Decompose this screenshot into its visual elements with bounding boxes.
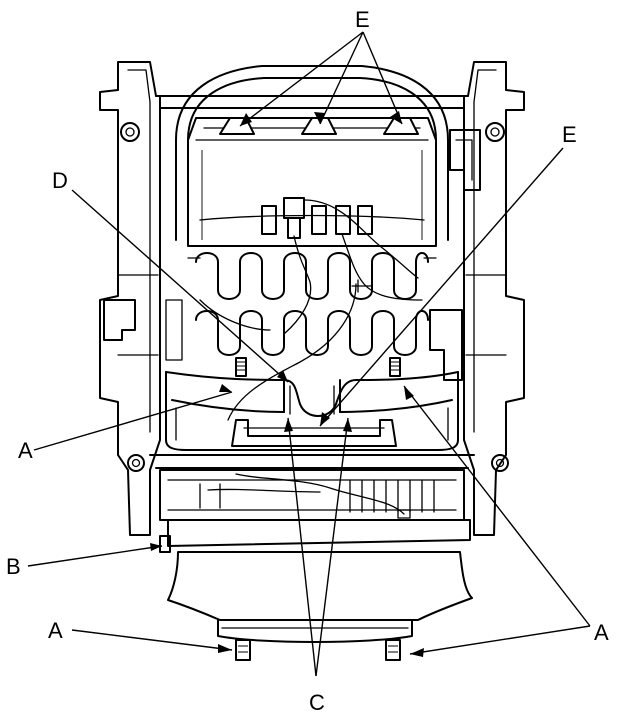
- upper-spring: [187, 252, 437, 300]
- arrowheads: [150, 111, 424, 657]
- side-brackets: [103, 129, 481, 381]
- lower-housing: [159, 469, 465, 521]
- frame-bolt-holes: [120, 122, 509, 472]
- seat-frame-outline: [99, 61, 525, 536]
- callout-labels: E E D A B A A C: [6, 7, 609, 715]
- leader-lines: [27, 31, 591, 677]
- seat-pan: [165, 371, 459, 451]
- label-e-right: E: [562, 122, 577, 147]
- lower-spring: [195, 310, 429, 356]
- label-b: B: [6, 554, 21, 579]
- label-e-top: E: [355, 7, 370, 32]
- label-c: C: [309, 690, 325, 715]
- spring-anchors: [235, 357, 401, 377]
- label-a-right: A: [594, 620, 609, 645]
- bottom-cover: [167, 551, 473, 643]
- label-a-left-upper: A: [18, 438, 33, 463]
- label-d: D: [52, 168, 68, 193]
- front-trim: [159, 519, 471, 553]
- harness-connectors: [261, 197, 373, 239]
- label-a-left-lower: A: [48, 618, 63, 643]
- bottom-screws: [235, 639, 401, 661]
